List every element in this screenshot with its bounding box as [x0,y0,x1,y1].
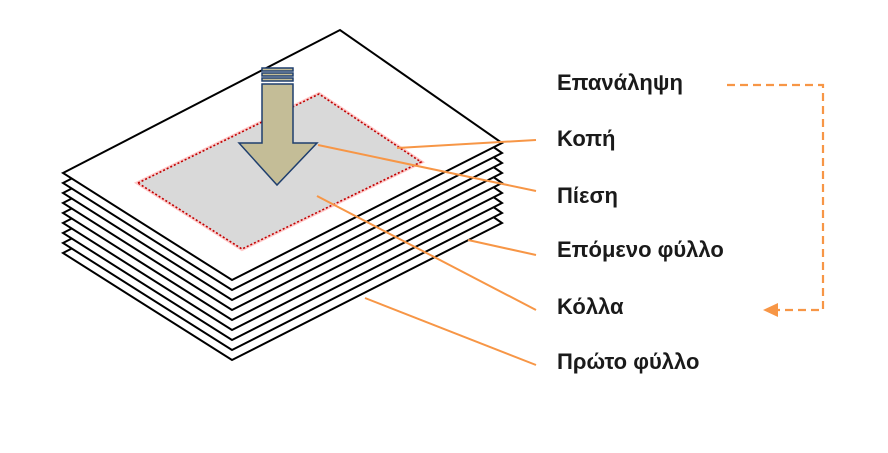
leader-next [467,239,537,256]
label-press: Πίεση [557,183,618,208]
label-next-sheet: Επόμενο φύλλο [557,237,724,262]
label-first-sheet: Πρώτο φύλλο [557,349,700,374]
label-repeat: Επανάληψη [557,70,683,95]
label-glue: Κόλλα [557,294,624,319]
leader-cut [396,139,537,149]
repeat-loop [727,83,825,317]
down-arrow-icon [237,67,319,187]
leader-first [364,297,537,366]
leader-press [317,144,537,192]
label-cut: Κοπή [557,126,616,151]
leader-glue [316,195,537,311]
leader-lines [316,139,537,366]
repeat-arrow-head-icon [763,303,778,317]
